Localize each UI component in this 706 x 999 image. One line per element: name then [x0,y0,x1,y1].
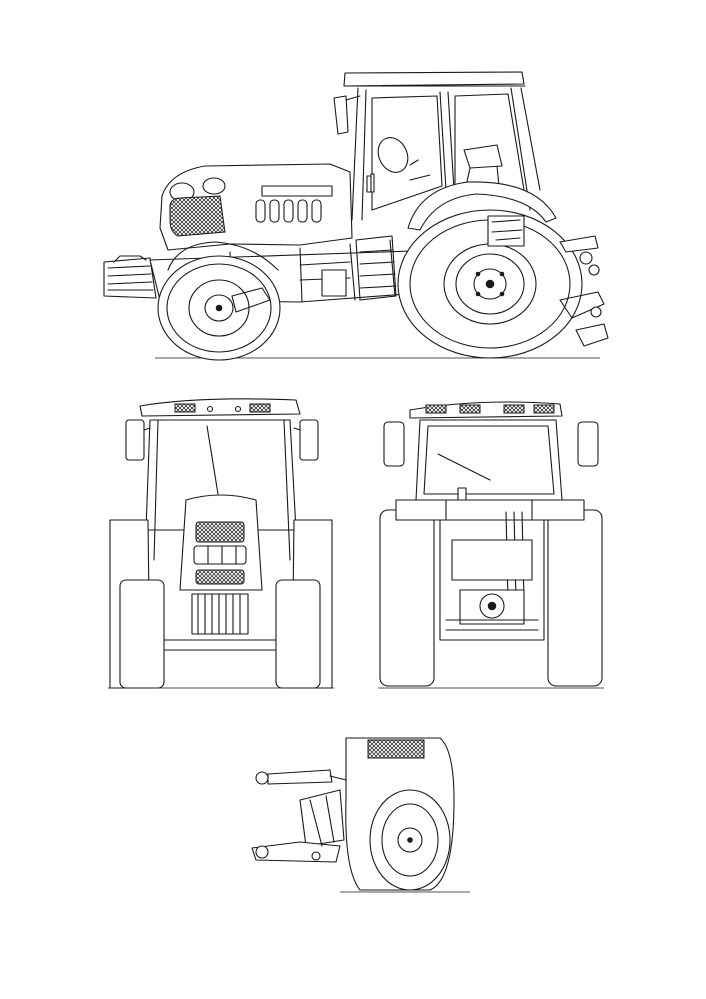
side-mirror [333,95,349,135]
cab-roof [343,71,525,87]
front-hood [179,494,263,591]
front-grille [169,195,226,237]
front-wheel [157,255,281,361]
front-view-front-tyre-right [275,579,321,689]
front-axle [163,639,277,651]
hood-vents [255,199,322,223]
rear-view [378,401,604,689]
fuel-tank [321,269,347,297]
rear-hitch [487,215,609,347]
rear-fender [407,181,557,231]
cab-pillars [351,87,541,221]
cab-door-window [371,95,443,211]
front-cab-roof [139,398,301,417]
front-mirror-left [125,419,145,461]
rear-view-right-tyre [547,509,603,687]
front-view [108,398,334,689]
front-grille-upper [195,521,245,543]
front-mirror-right [299,419,319,461]
three-point-linkage [251,769,347,863]
hood-badge [261,185,333,197]
rear-hydraulics [439,511,545,641]
cab-rear-window [454,93,525,193]
rear-mirror-right [577,421,599,467]
wiper [206,425,219,495]
front-fender [167,241,279,271]
detail-lamp [367,739,425,759]
front-view-front-tyre-left [119,579,165,689]
steering-wheel [377,137,409,173]
side-view [103,71,609,361]
rear-mirror-left [383,421,405,467]
front-view-weights [191,593,249,635]
rear-wheel [397,209,583,359]
front-weights [103,257,157,299]
rear-wiper [437,453,491,481]
seat [463,144,503,187]
detail-view [251,737,470,893]
rear-window [415,419,563,501]
rear-view-left-tyre [379,509,435,687]
